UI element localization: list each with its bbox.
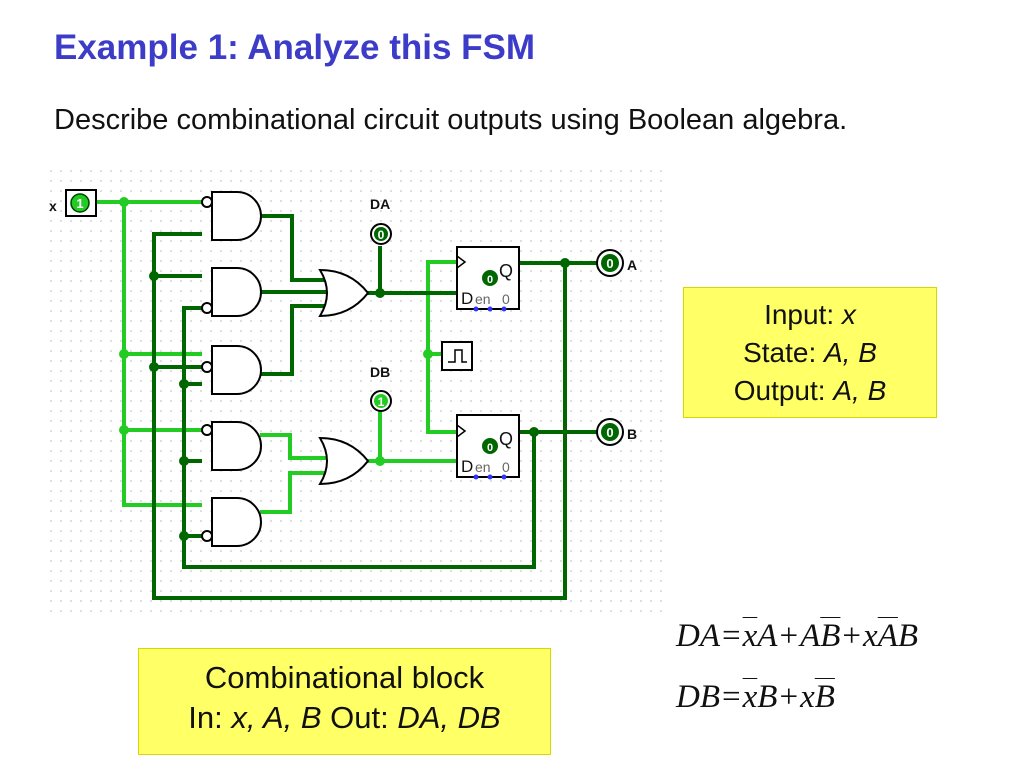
probe-da-value: 0 xyxy=(378,228,385,242)
probe-da-label: DA xyxy=(370,196,390,212)
wire-junctions xyxy=(119,197,570,541)
and-gate-3 xyxy=(211,345,262,395)
and-gate-1 xyxy=(211,191,262,241)
inverter-bubble-2 xyxy=(201,302,213,314)
io-input-var: x xyxy=(841,299,856,330)
flip-flop-b-d-label: D xyxy=(461,457,473,476)
and-gate-5 xyxy=(211,497,262,547)
and-gate-4 xyxy=(211,421,262,471)
inverter-bubble-3 xyxy=(201,361,213,373)
flip-flop-b: 0 Q D en 0 xyxy=(456,414,520,480)
equation-da: DA=xA+AB+xAB xyxy=(676,618,918,655)
slide-subtitle: Describe combinational circuit outputs u… xyxy=(54,104,848,136)
flip-flop-a-zero-label: 0 xyxy=(502,291,510,307)
io-input-line: Input: x xyxy=(684,296,936,334)
wires xyxy=(94,200,599,600)
output-pin-a-led xyxy=(601,254,619,272)
clock-edge-icon xyxy=(456,255,467,269)
output-pin-b-value: 0 xyxy=(606,425,613,440)
eq-db-term2-bbar: B xyxy=(814,679,835,715)
eq-da-term3-b: B xyxy=(897,618,919,654)
or-gate-b xyxy=(318,436,370,486)
io-summary-box: Input: x State: A, B Output: A, B xyxy=(683,287,937,418)
eq-da-term1-xbar: x xyxy=(742,618,758,654)
comb-out-label: Out: xyxy=(321,700,398,735)
flip-flop-b-q-label: Q xyxy=(499,429,513,449)
flip-flop-b-led xyxy=(482,438,498,454)
output-a-label: A xyxy=(627,257,637,273)
flip-flop-b-q-value: 0 xyxy=(487,442,493,454)
equation-db: DB=xB+xB xyxy=(676,679,835,716)
eq-da-term1-a: A xyxy=(757,618,778,654)
probe-db-led xyxy=(374,394,388,408)
and-gates xyxy=(201,191,262,547)
eq-da-term3-abar: A xyxy=(877,618,898,654)
eq-db-term1-b: B xyxy=(757,679,778,715)
flip-flop-a-q-label: Q xyxy=(499,261,513,281)
io-state-line: State: A, B xyxy=(684,334,936,372)
comb-line-2: In: x, A, B Out: DA, DB xyxy=(139,698,550,738)
flip-flop-a-led xyxy=(482,270,498,286)
io-output-label: Output: xyxy=(733,375,834,406)
output-pin-b-led xyxy=(601,423,619,441)
output-b-label: B xyxy=(627,426,637,442)
io-state-vars: A, B xyxy=(824,337,877,368)
eq-db-lhs: DB xyxy=(676,679,720,715)
eq-db-term1-xbar: x xyxy=(742,679,758,715)
inverter-bubble-1 xyxy=(201,196,213,208)
output-pin-a-value: 0 xyxy=(606,256,613,271)
flip-flop-b-en-label: en xyxy=(475,459,491,475)
input-x-label: x xyxy=(49,198,57,214)
and-gate-2 xyxy=(211,267,262,317)
comb-out-vars: DA, DB xyxy=(397,700,501,735)
flip-flop-a-q-value: 0 xyxy=(487,274,493,286)
or-gate-a xyxy=(318,268,370,318)
eq-db-equals: = xyxy=(722,679,741,715)
eq-db-term2-x: x xyxy=(800,679,815,715)
input-pin-x-led xyxy=(70,193,90,213)
slide-title: Example 1: Analyze this FSM xyxy=(54,28,536,67)
eq-da-term2-a: A xyxy=(800,618,821,654)
or-gates xyxy=(318,268,370,486)
inverter-bubble-4 xyxy=(201,424,213,436)
eq-da-plus-2: + xyxy=(842,618,862,654)
clock-waveform-icon xyxy=(448,349,467,363)
eq-da-equals: = xyxy=(722,618,741,654)
probe-db-label: DB xyxy=(370,364,390,380)
comb-in-vars: x, A, B xyxy=(231,700,322,735)
probe-da-led xyxy=(374,227,388,241)
io-output-line: Output: A, B xyxy=(684,372,936,410)
grid-background xyxy=(45,170,665,620)
flip-flop-a-en-label: en xyxy=(475,291,491,307)
flip-flop-a-d-label: D xyxy=(461,289,473,308)
inverter-bubble-5 xyxy=(201,530,213,542)
clock-edge-icon xyxy=(456,424,467,438)
probe-db-value: 1 xyxy=(378,395,385,409)
eq-da-lhs: DA xyxy=(676,618,720,654)
input-pin-x-value: 1 xyxy=(76,196,83,211)
io-input-label: Input: xyxy=(764,299,842,330)
eq-da-plus-1: + xyxy=(779,618,799,654)
eq-da-term2-bbar: B xyxy=(820,618,841,654)
eq-da-term3-x: x xyxy=(863,618,878,654)
eq-db-plus: + xyxy=(779,679,799,715)
comb-line-1: Combinational block xyxy=(204,660,485,695)
io-output-vars: A, B xyxy=(833,375,887,406)
combinational-block-box: Combinational block In: x, A, B Out: DA,… xyxy=(138,648,551,755)
clock-source[interactable] xyxy=(441,341,473,371)
comb-in-label: In: xyxy=(188,700,232,735)
io-state-label: State: xyxy=(743,337,824,368)
flip-flop-b-zero-label: 0 xyxy=(502,459,510,475)
flip-flop-a: 0 Q D en 0 xyxy=(456,246,520,312)
